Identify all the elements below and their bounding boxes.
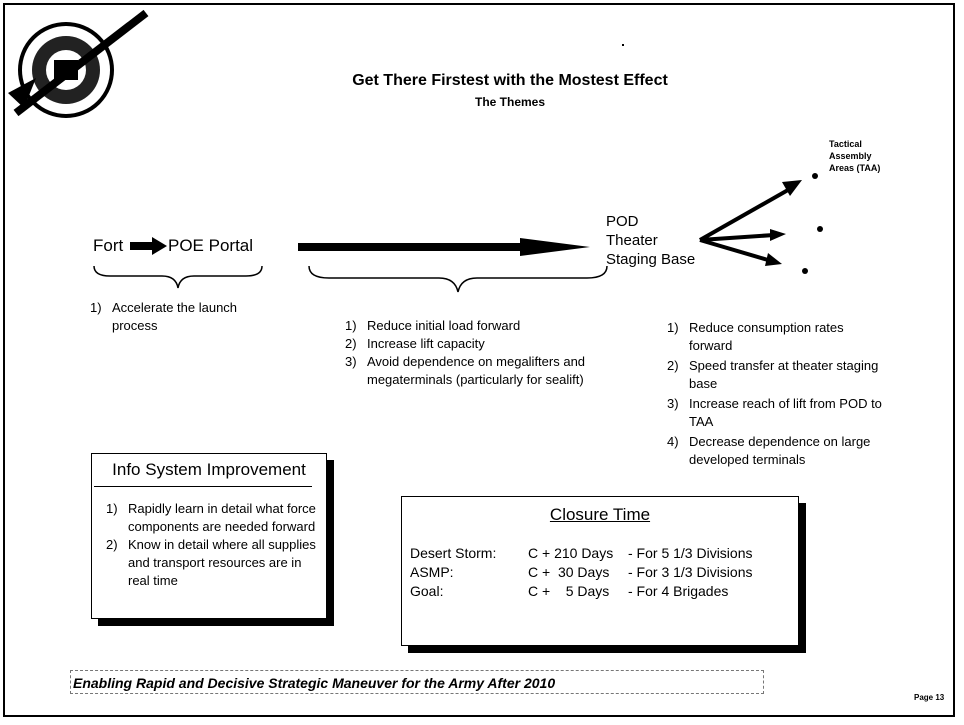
taa-label: Tactical Assembly Areas (TAA): [829, 138, 880, 174]
info-system-box: Info System Improvement 1)Rapidly learn …: [91, 453, 327, 619]
taa-line: Assembly: [829, 151, 872, 161]
closure-row-value: C + 30 Days: [528, 564, 610, 580]
transit-themes-list: 1)Reduce initial load forward 2)Increase…: [345, 317, 610, 389]
info-system-list: 1)Rapidly learn in detail what force com…: [106, 500, 316, 590]
footer-text: Enabling Rapid and Decisive Strategic Ma…: [73, 675, 556, 691]
slide-title: Get There Firstest with the Mostest Effe…: [352, 72, 668, 89]
right-arrow-icon: [130, 237, 167, 255]
divider: [94, 486, 312, 487]
list-item: 2)Speed transfer at theater staging base: [667, 358, 879, 391]
transit-brace: [308, 265, 608, 293]
closure-row-value: C + 210 Days: [528, 545, 614, 561]
footer-banner: [70, 670, 764, 694]
closure-time-title: Closure Time: [549, 505, 651, 524]
list-item: 1)Rapidly learn in detail what force com…: [106, 501, 316, 534]
closure-row-label: Desert Storm:: [410, 545, 497, 561]
taa-arrows: [699, 173, 823, 274]
theater-themes-list: 1)Reduce consumption rates forward 2)Spe…: [667, 319, 882, 469]
pod-line: Theater: [606, 232, 658, 249]
pod-line: POD: [606, 213, 639, 230]
closure-row-note: - For 4 Brigades: [628, 583, 729, 599]
list-item: 4)Decrease dependence on large developed…: [667, 434, 871, 467]
page-number: Page 13: [914, 693, 945, 702]
closure-row-label: Goal:: [410, 583, 444, 599]
fort-themes-list: 1)Accelerate the launch process: [90, 299, 260, 335]
list-item: 2)Know in detail where all supplies and …: [106, 537, 316, 588]
transit-arrow: [298, 238, 590, 256]
list-item: 2)Increase lift capacity: [345, 336, 485, 351]
list-item: 1)Accelerate the launch process: [90, 300, 238, 333]
poe-portal-label: POE Portal: [168, 236, 254, 255]
pod-staging-label: POD Theater Staging Base: [606, 212, 695, 269]
taa-line: Tactical: [829, 139, 862, 149]
fort-brace: [93, 265, 263, 289]
closure-row-note: - For 5 1/3 Divisions: [628, 545, 753, 561]
fort-label: Fort: [93, 236, 124, 255]
pod-line: Staging Base: [606, 251, 696, 268]
speck: [622, 44, 624, 46]
closure-row-note: - For 3 1/3 Divisions: [628, 564, 753, 580]
list-item: 3)Increase reach of lift from POD to TAA: [667, 396, 882, 429]
slide-subtitle: The Themes: [474, 95, 546, 109]
list-item: 1)Reduce initial load forward: [345, 318, 521, 333]
info-system-title: Info System Improvement: [112, 460, 306, 479]
closure-time-box: Closure Time Desert Storm: C + 210 Days …: [401, 496, 799, 646]
list-item: 1)Reduce consumption rates forward: [667, 320, 844, 353]
army-board-seal-logo: [8, 9, 149, 118]
closure-row-value: C + 5 Days: [528, 583, 610, 599]
closure-row-label: ASMP:: [410, 564, 454, 580]
taa-line: Areas (TAA): [829, 163, 881, 173]
list-item: 3)Avoid dependence on megalifters and me…: [345, 354, 586, 387]
slide-frame: [3, 3, 955, 717]
